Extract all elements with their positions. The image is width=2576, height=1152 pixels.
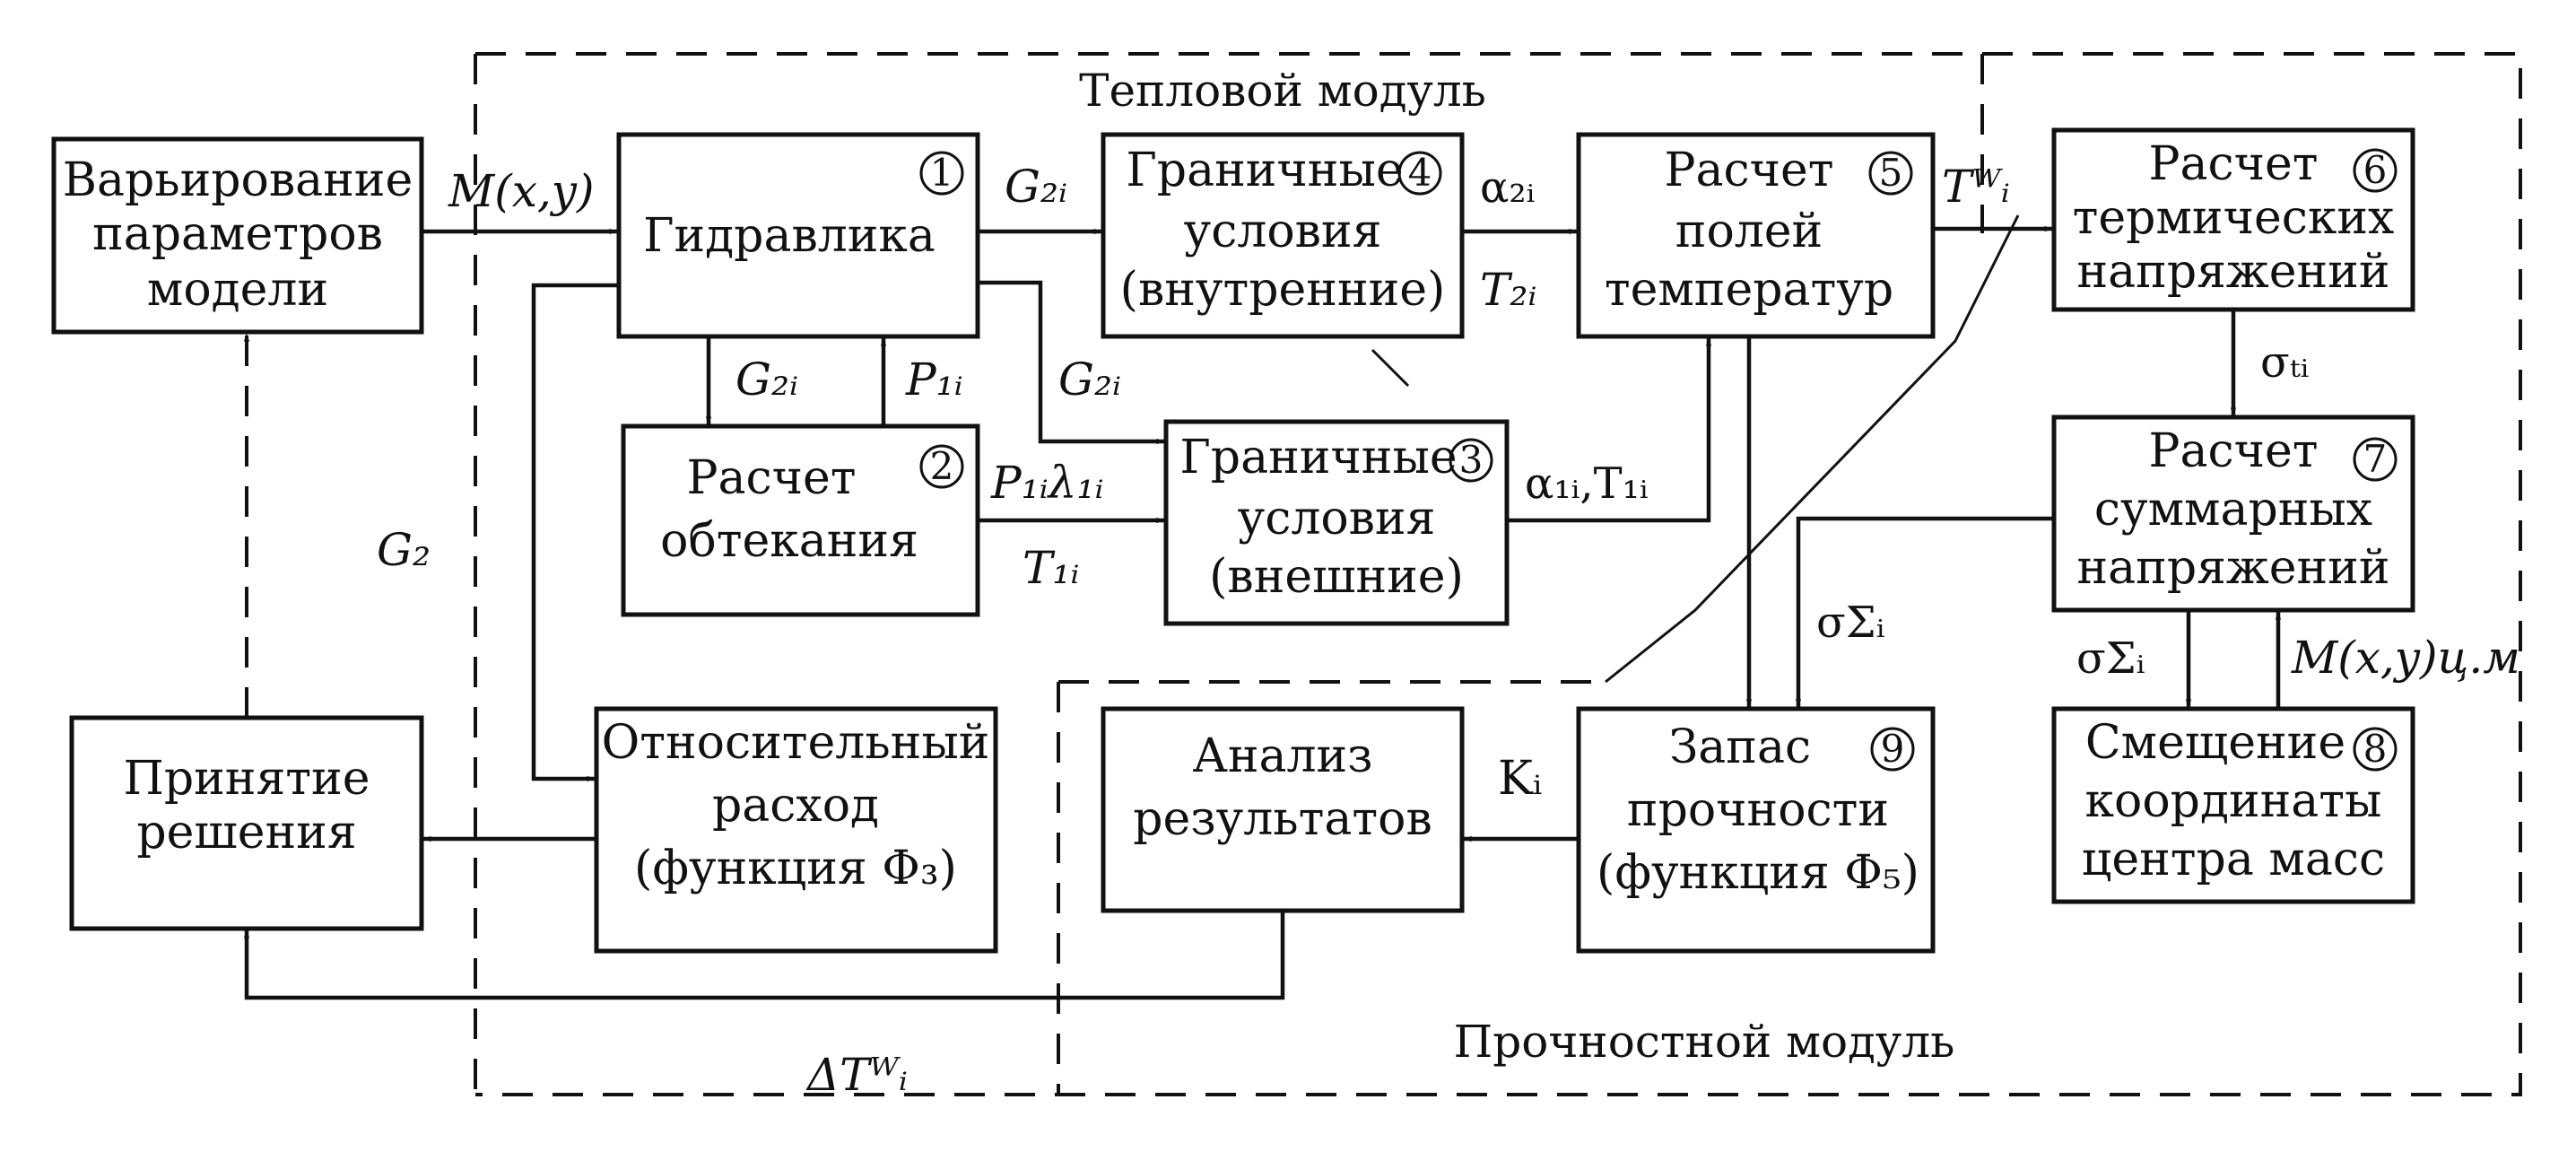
- block-strength-margin: 9 Запас прочности (функция Φ₅): [1576, 706, 1936, 954]
- label-M-xy: M(x,y): [448, 165, 595, 217]
- label-G2i-down: G₂ᵢ: [735, 353, 798, 406]
- label-T1i: T₁ᵢ: [1023, 542, 1079, 594]
- block-line: (внешние): [1209, 550, 1464, 604]
- thermal-module-boundary: [474, 52, 1984, 1095]
- label-sigma-ti: σₜᵢ: [2260, 337, 2309, 388]
- label-M-xy-cm: M(x,y)ц.м: [2291, 632, 2520, 684]
- label-TWi: Tᵂᵢ: [1942, 161, 2010, 213]
- block-flow-calculation: 2 Расчет обтекания: [621, 423, 980, 617]
- label-Ki: Kᵢ: [1498, 752, 1542, 806]
- block-line: Смещение: [2085, 716, 2345, 770]
- block-line: температур: [1605, 263, 1893, 317]
- label-P1i-up: P₁ᵢ: [905, 353, 963, 406]
- block-line: напряжений: [2077, 245, 2390, 299]
- block-hydraulics: 1 Гидравлика: [616, 132, 980, 339]
- block-thermal-stress: 6 Расчет термических напряжений: [2051, 127, 2415, 312]
- block-boundary-external: 3 Граничные условия (внешние): [1163, 419, 1510, 626]
- module-separator-tick: [1371, 348, 1410, 388]
- label-sigma-sum-left: σΣᵢ: [2076, 633, 2145, 684]
- block-number: 7: [2363, 437, 2388, 481]
- block-line: Граничные: [1179, 431, 1457, 484]
- block-total-stress: 7 Расчет суммарных напряжений: [2051, 415, 2415, 613]
- block-line: Варьирование: [63, 153, 413, 207]
- thermal-module-title: Тепловой модуль: [1079, 65, 1486, 117]
- connector-labels: M(x,y) G₂ᵢ G₂ᵢ P₁ᵢ G₂ᵢ P₁ᵢλ₁ᵢ T₁ᵢ α₂ᵢ T₂…: [377, 161, 2520, 1101]
- block-line: модели: [147, 263, 328, 317]
- block-temperature-fields: 5 Расчет полей температур: [1576, 132, 1936, 339]
- label-sigma-sum-mid: σΣᵢ: [1816, 598, 1884, 648]
- block-line: Расчет: [2148, 424, 2318, 478]
- block-line: термических: [2073, 191, 2395, 245]
- block-relative-flow: Относительный расход (функция Φ₃): [594, 706, 998, 954]
- block-number: 1: [930, 151, 954, 195]
- block-line: результатов: [1133, 792, 1432, 846]
- block-line: Расчет: [686, 451, 856, 505]
- block-decision: Принятие решения: [69, 715, 424, 931]
- block-line: (внутренние): [1120, 263, 1446, 317]
- block-number: 6: [2363, 148, 2388, 192]
- block-mass-center-shift: 8 Смещение координаты центра масс: [2051, 706, 2415, 904]
- block-number: 3: [1459, 438, 1484, 482]
- label-G2i-mid: G₂ᵢ: [1058, 353, 1121, 406]
- block-line: параметров: [92, 207, 383, 261]
- label-P1i-lambda: P₁ᵢλ₁ᵢ: [990, 457, 1104, 509]
- block-line: (функция Φ₃): [634, 842, 957, 895]
- label-G2: G₂: [377, 524, 431, 576]
- block-line: центра масс: [2082, 833, 2385, 886]
- block-results-analysis: Анализ результатов: [1101, 706, 1465, 913]
- block-line: Принятие: [124, 752, 370, 806]
- block-line: решения: [136, 806, 356, 860]
- block-number: 2: [930, 444, 954, 488]
- block-line: Расчет: [1664, 144, 1833, 197]
- strength-module-boundary: [475, 52, 2522, 1096]
- block-line: Расчет: [2148, 137, 2318, 191]
- block-number: 8: [2363, 727, 2388, 771]
- block-line: обтекания: [660, 514, 918, 568]
- block-vary-parameters: Варьирование параметров модели: [51, 136, 424, 335]
- block-boundary-internal: 4 Граничные условия (внутренние): [1101, 132, 1465, 339]
- label-deltaTWi: ΔTᵂᵢ: [805, 1049, 908, 1101]
- label-G2i-top: G₂ᵢ: [1005, 161, 1067, 213]
- block-number: 5: [1879, 151, 1903, 195]
- block-line: расход: [712, 779, 879, 833]
- block-line: условия: [1184, 205, 1382, 258]
- connectors: [243, 225, 2282, 1000]
- module-separator-line: [1605, 214, 2020, 684]
- block-number: 4: [1408, 151, 1432, 195]
- strength-module-title: Прочностной модуль: [1454, 1016, 1955, 1068]
- block-number: 9: [1881, 727, 1905, 771]
- block-line: Гидравлика: [643, 209, 936, 263]
- label-alpha2i: α₂ᵢ: [1480, 162, 1535, 213]
- block-line: напряжений: [2077, 541, 2390, 595]
- block-line: суммарных: [2094, 483, 2372, 537]
- block-line: полей: [1675, 205, 1823, 258]
- block-line: условия: [1238, 492, 1436, 545]
- block-line: прочности: [1627, 783, 1889, 837]
- block-line: Граничные: [1126, 144, 1403, 197]
- label-alpha1i-T1i: α₁ᵢ,T₁ᵢ: [1525, 458, 1648, 509]
- block-line: Запас: [1669, 720, 1811, 774]
- label-T2i: T₂ᵢ: [1480, 264, 1536, 316]
- block-line: (функция Φ₅): [1597, 846, 1919, 900]
- block-line: Относительный: [602, 716, 990, 770]
- block-line: Анализ: [1192, 729, 1372, 783]
- block-line: координаты: [2085, 774, 2382, 828]
